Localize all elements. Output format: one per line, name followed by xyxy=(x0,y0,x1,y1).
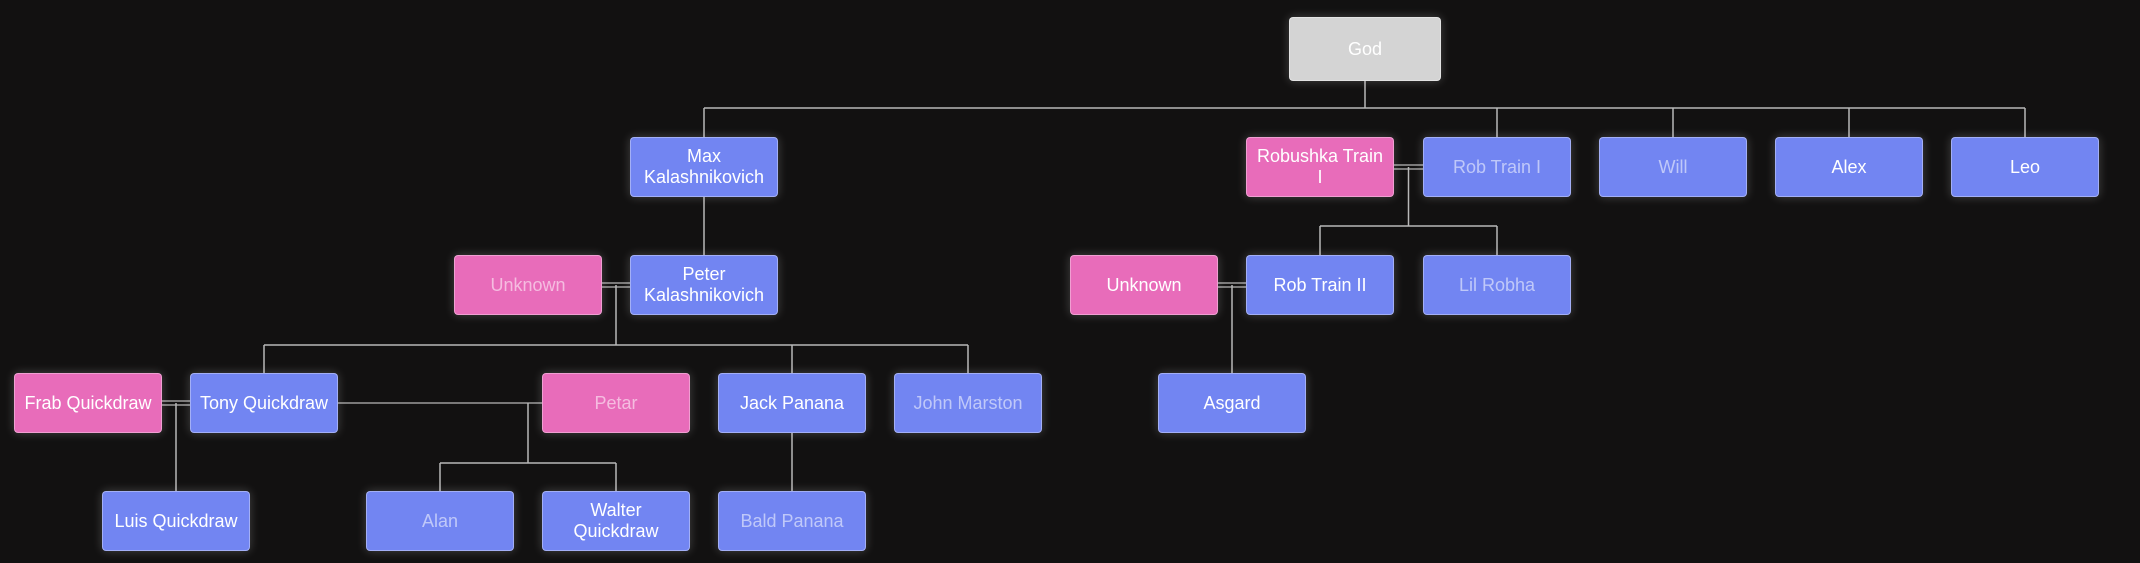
node-rob-train-i[interactable]: Rob Train I xyxy=(1423,137,1571,197)
node-will[interactable]: Will xyxy=(1599,137,1747,197)
node-john-marston[interactable]: John Marston xyxy=(894,373,1042,433)
node-bald-panana[interactable]: Bald Panana xyxy=(718,491,866,551)
node-unknown-spouse-peter[interactable]: Unknown xyxy=(454,255,602,315)
node-frab-quickdraw[interactable]: Frab Quickdraw xyxy=(14,373,162,433)
node-robushka-train-i[interactable]: Robushka Train I xyxy=(1246,137,1394,197)
node-lil-robha[interactable]: Lil Robha xyxy=(1423,255,1571,315)
node-luis-quickdraw[interactable]: Luis Quickdraw xyxy=(102,491,250,551)
node-peter-kalashnikovich[interactable]: Peter Kalashnikovich xyxy=(630,255,778,315)
node-max-kalashnikovich[interactable]: Max Kalashnikovich xyxy=(630,137,778,197)
node-alan[interactable]: Alan xyxy=(366,491,514,551)
node-jack-panana[interactable]: Jack Panana xyxy=(718,373,866,433)
node-walter-quickdraw[interactable]: Walter Quickdraw xyxy=(542,491,690,551)
node-unknown-spouse-rob-ii[interactable]: Unknown xyxy=(1070,255,1218,315)
node-god[interactable]: God xyxy=(1289,17,1441,81)
node-tony-quickdraw[interactable]: Tony Quickdraw xyxy=(190,373,338,433)
node-leo[interactable]: Leo xyxy=(1951,137,2099,197)
node-asgard[interactable]: Asgard xyxy=(1158,373,1306,433)
node-alex[interactable]: Alex xyxy=(1775,137,1923,197)
node-petar[interactable]: Petar xyxy=(542,373,690,433)
node-rob-train-ii[interactable]: Rob Train II xyxy=(1246,255,1394,315)
